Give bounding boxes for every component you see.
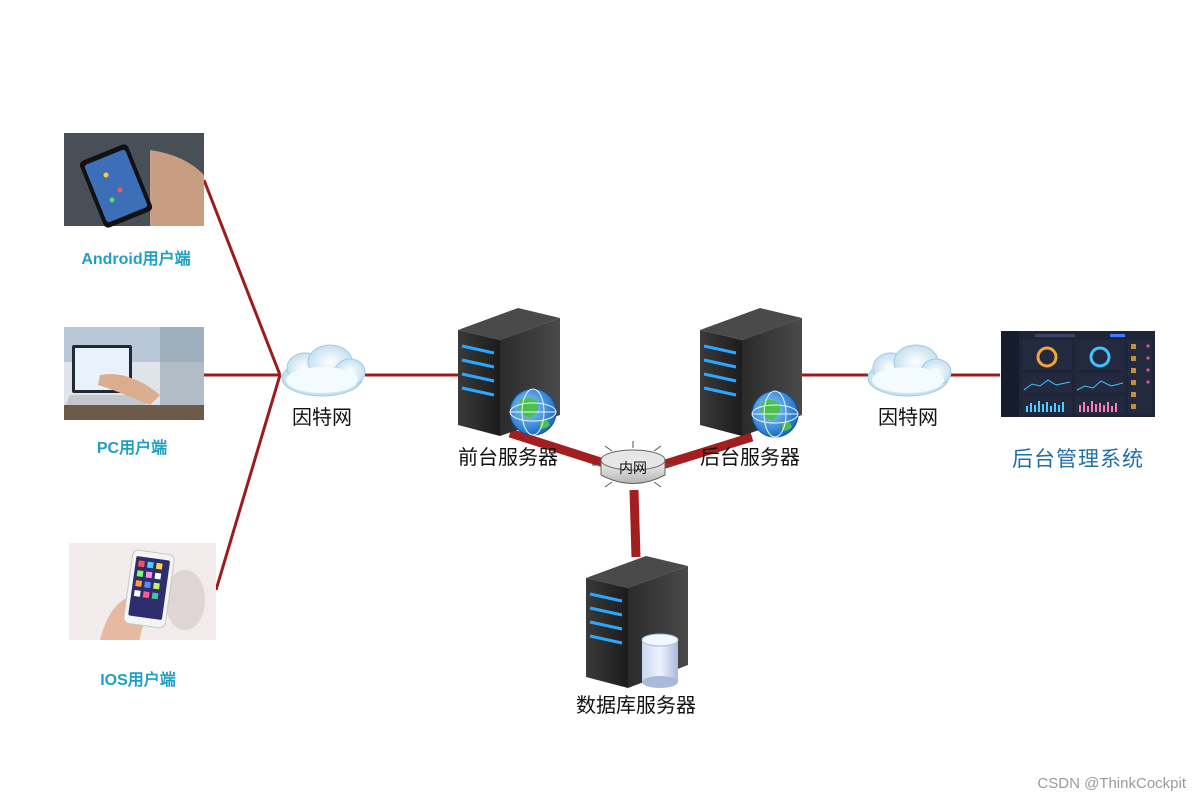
internet-cloud-label-1: 因特网 xyxy=(292,405,352,429)
ios-client-label: IOS用户端 xyxy=(100,672,176,689)
android-link xyxy=(202,179,282,376)
intranet-links xyxy=(508,428,754,558)
back-server-label: 后台服务器 xyxy=(700,445,800,469)
internet-cloud-label-2: 因特网 xyxy=(878,405,938,429)
admin-system-label: 后台管理系统 xyxy=(1012,447,1144,471)
pc-device-photo xyxy=(64,327,204,420)
database-server-label: 数据库服务器 xyxy=(576,693,696,717)
intranet-hub-label: 内网 xyxy=(619,461,647,477)
client-links xyxy=(202,179,282,591)
back-to-hub-link xyxy=(660,432,754,470)
hub-to-db-link xyxy=(629,489,641,558)
intranet-hub-icon xyxy=(592,441,674,488)
pc-client-label: PC用户端 xyxy=(96,440,168,457)
globe-icon xyxy=(509,388,557,436)
ios-link xyxy=(214,374,282,591)
front-server-label: 前台服务器 xyxy=(458,445,558,469)
front-to-hub-link xyxy=(508,428,612,470)
watermark: CSDN @ThinkCockpit xyxy=(1037,775,1186,792)
android-client-label: Android用户端 xyxy=(81,251,191,268)
internet-cloud-icon-2 xyxy=(867,344,952,397)
ios-device-photo xyxy=(69,543,216,640)
database-cylinder-icon xyxy=(641,633,679,688)
globe-icon xyxy=(751,390,799,438)
android-device-photo xyxy=(64,133,204,228)
admin-dashboard-screenshot xyxy=(1001,331,1155,417)
internet-cloud-icon-1 xyxy=(281,344,366,397)
